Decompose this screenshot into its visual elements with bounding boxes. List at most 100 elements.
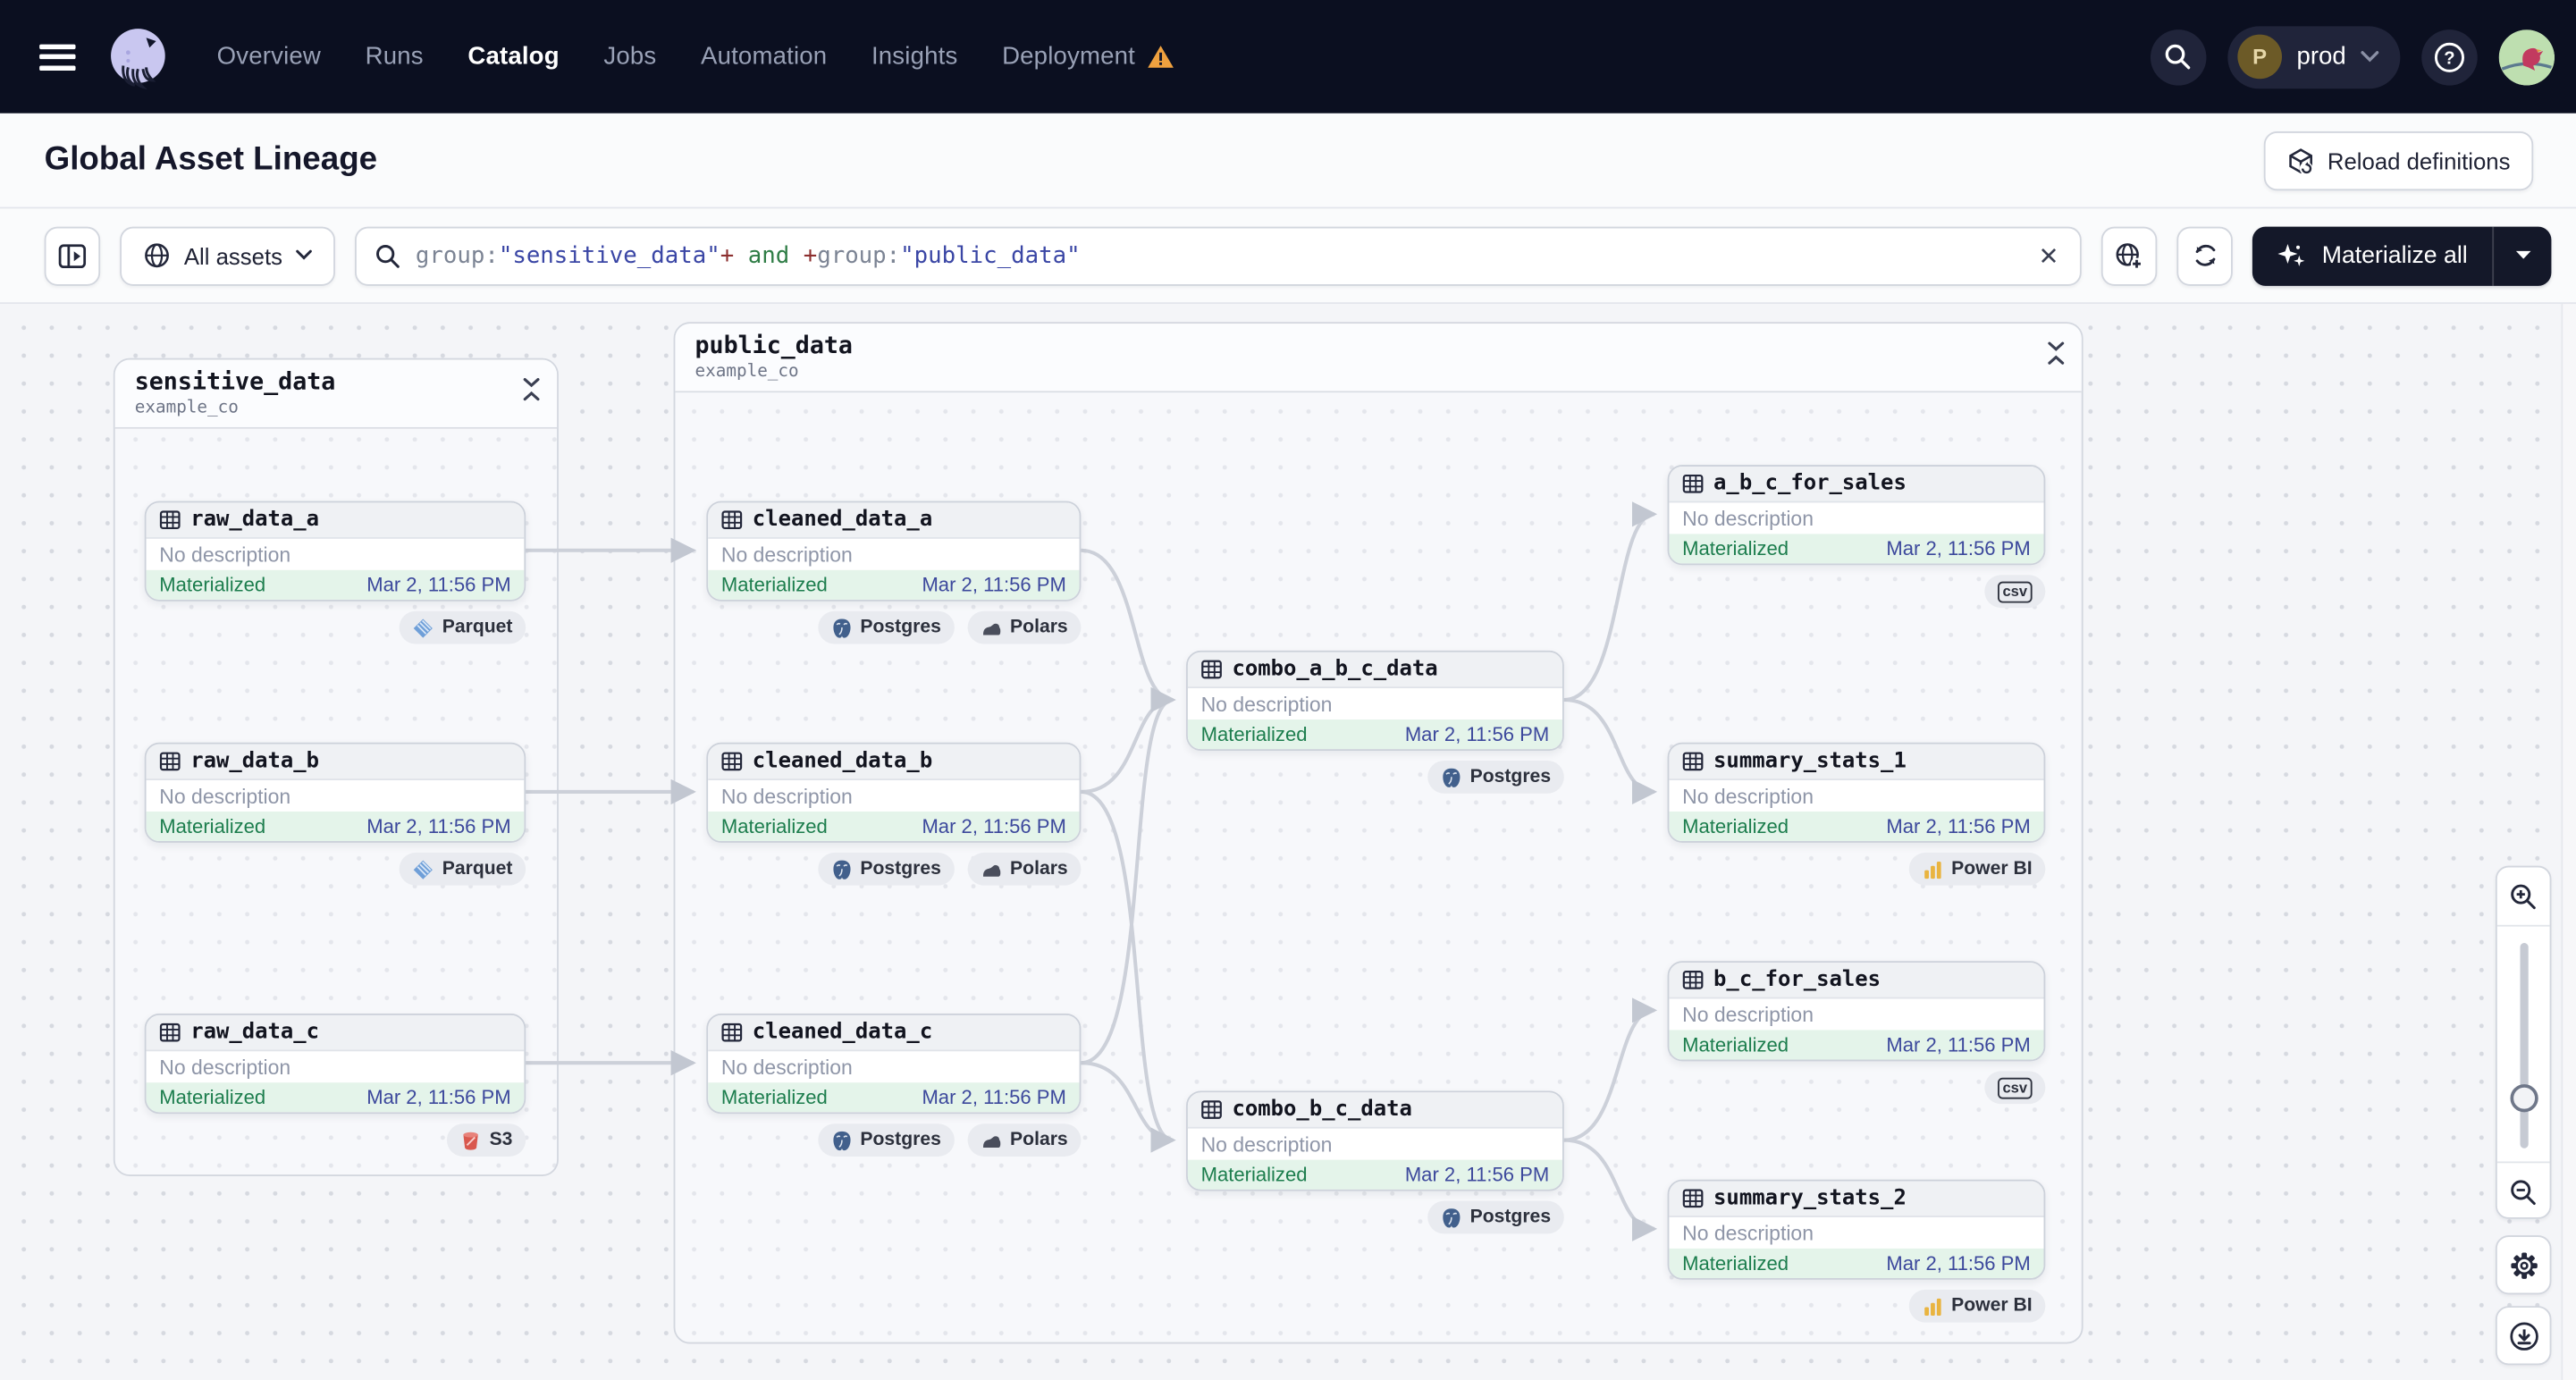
graph-settings-button[interactable] (2495, 1235, 2552, 1295)
reload-definitions-button[interactable]: Reload definitions (2263, 131, 2534, 191)
status-badge: Materialized (720, 573, 828, 597)
materialize-options-button[interactable] (2492, 225, 2551, 285)
download-graph-button[interactable] (2495, 1306, 2552, 1366)
menu-icon[interactable] (39, 43, 76, 71)
nav-item-deployment[interactable]: Deployment (1002, 43, 1174, 71)
status-badge: Materialized (1200, 1163, 1308, 1187)
chevron-down-icon (2361, 51, 2379, 63)
nav-item-jobs[interactable]: Jobs (603, 42, 657, 72)
panel-expand-icon (58, 243, 87, 268)
kind-tag-polars: Polars (967, 852, 1082, 886)
asset-status-row: Materialized Mar 2, 11:56 PM (1187, 1159, 1562, 1190)
collapse-group-icon[interactable] (522, 378, 540, 401)
kind-tag-postgres: Postgres (817, 1123, 955, 1157)
status-badge: Materialized (720, 814, 828, 838)
powerbi-icon (1922, 858, 1943, 879)
clear-search-icon[interactable]: ✕ (2038, 242, 2059, 271)
asset-node-b-c-for-sales[interactable]: b_c_for_sales No description Materialize… (1667, 961, 2046, 1062)
table-icon (721, 1022, 743, 1043)
asset-node-cleaned-data-c[interactable]: cleaned_data_c No description Materializ… (706, 1014, 1082, 1115)
asset-node-combo-a-b-c-data[interactable]: combo_a_b_c_data No description Material… (1186, 650, 1564, 751)
nav-item-insights[interactable]: Insights (871, 42, 958, 72)
asset-description: No description (1669, 780, 2044, 812)
postgres-icon (830, 858, 852, 879)
asset-description: No description (708, 1051, 1080, 1083)
asset-tags: Power BI (1668, 852, 2046, 886)
asset-tags: Postgres Polars (706, 852, 1082, 886)
zoom-slider[interactable] (2496, 924, 2550, 1164)
edge (1563, 1138, 1658, 1241)
gear-icon (2510, 1251, 2537, 1278)
dagster-logo[interactable] (102, 21, 174, 93)
zoom-slider-thumb[interactable] (2509, 1084, 2538, 1113)
nav-item-catalog[interactable]: Catalog (467, 42, 560, 72)
help-button[interactable]: ? (2421, 29, 2478, 85)
group-title: sensitive_data (134, 369, 336, 396)
asset-node-cleaned-data-b[interactable]: cleaned_data_b No description Materializ… (706, 742, 1082, 843)
powerbi-icon (1922, 1295, 1943, 1317)
asset-description: No description (1669, 998, 2044, 1031)
asset-scope-label: All assets (183, 242, 282, 269)
materialization-timestamp: Mar 2, 11:56 PM (1404, 1163, 1550, 1187)
kind-tag-postgres: Postgres (1427, 1200, 1564, 1234)
asset-search-input[interactable]: group:"sensitive_data"+ and +group:"publ… (354, 225, 2083, 285)
collapse-group-icon[interactable] (2047, 341, 2065, 365)
asset-node-summary-stats-2[interactable]: summary_stats_2 No description Materiali… (1667, 1179, 2046, 1280)
kind-tag-postgres: Postgres (817, 852, 955, 886)
edge (1081, 687, 1176, 1065)
nav-item-runs[interactable]: Runs (365, 42, 424, 72)
search-button[interactable] (2150, 29, 2207, 85)
asset-description: No description (708, 538, 1080, 570)
search-icon (2166, 44, 2192, 70)
table-icon (1682, 1188, 1704, 1209)
asset-node-a-b-c-for-sales[interactable]: a_b_c_for_sales No description Materiali… (1667, 465, 2046, 566)
zoom-out-button[interactable] (2497, 1163, 2550, 1220)
table-icon (1201, 659, 1223, 680)
lineage-canvas[interactable]: sensitive_data example_co public_data ex… (0, 304, 2576, 1380)
environment-switcher[interactable]: P prod (2227, 25, 2401, 88)
zoom-slider-track[interactable] (2519, 943, 2528, 1149)
table-icon (721, 509, 743, 531)
asset-name: cleaned_data_a (752, 507, 933, 533)
asset-node-cleaned-data-a[interactable]: cleaned_data_a No description Materializ… (706, 501, 1082, 602)
lineage-edges (526, 501, 1658, 1241)
polars-icon (981, 858, 1002, 879)
table-icon (159, 1022, 181, 1043)
table-icon (1682, 969, 1704, 990)
toggle-sidebar-button[interactable] (44, 225, 101, 285)
asset-tags: Postgres (1186, 1200, 1564, 1234)
asset-node-summary-stats-1[interactable]: summary_stats_1 No description Materiali… (1667, 742, 2046, 843)
materialize-all-button[interactable]: Materialize all (2253, 226, 2493, 285)
asset-description: No description (708, 780, 1080, 812)
asset-name: summary_stats_2 (1713, 1186, 1907, 1211)
sparkles-icon (2278, 243, 2305, 266)
vertical-scrollbar[interactable] (2561, 304, 2576, 1380)
search-icon (375, 244, 400, 267)
kind-tag-parquet: Parquet (399, 610, 526, 644)
user-avatar[interactable] (2498, 29, 2555, 85)
asset-tags: Power BI (1668, 1289, 2046, 1323)
status-badge: Materialized (1682, 1033, 1789, 1056)
nav-item-automation[interactable]: Automation (700, 42, 828, 72)
asset-tags: S3 (145, 1123, 526, 1157)
group-header: public_data example_co (675, 324, 2082, 393)
refresh-button[interactable] (2176, 225, 2234, 285)
table-icon (1682, 473, 1704, 494)
nav-item-overview[interactable]: Overview (216, 42, 321, 72)
status-badge: Materialized (1682, 1251, 1789, 1275)
lineage-scope-button[interactable] (2101, 225, 2158, 285)
zoom-in-icon (2511, 883, 2536, 909)
edge (1563, 697, 1658, 805)
group-header: sensitive_data example_co (114, 359, 558, 429)
asset-scope-dropdown[interactable]: All assets (120, 225, 335, 285)
materialization-timestamp: Mar 2, 11:56 PM (922, 573, 1066, 597)
asset-description: No description (1669, 502, 2044, 534)
asset-node-combo-b-c-data[interactable]: combo_b_c_data No description Materializ… (1186, 1090, 1564, 1191)
zoom-in-button[interactable] (2497, 867, 2550, 924)
